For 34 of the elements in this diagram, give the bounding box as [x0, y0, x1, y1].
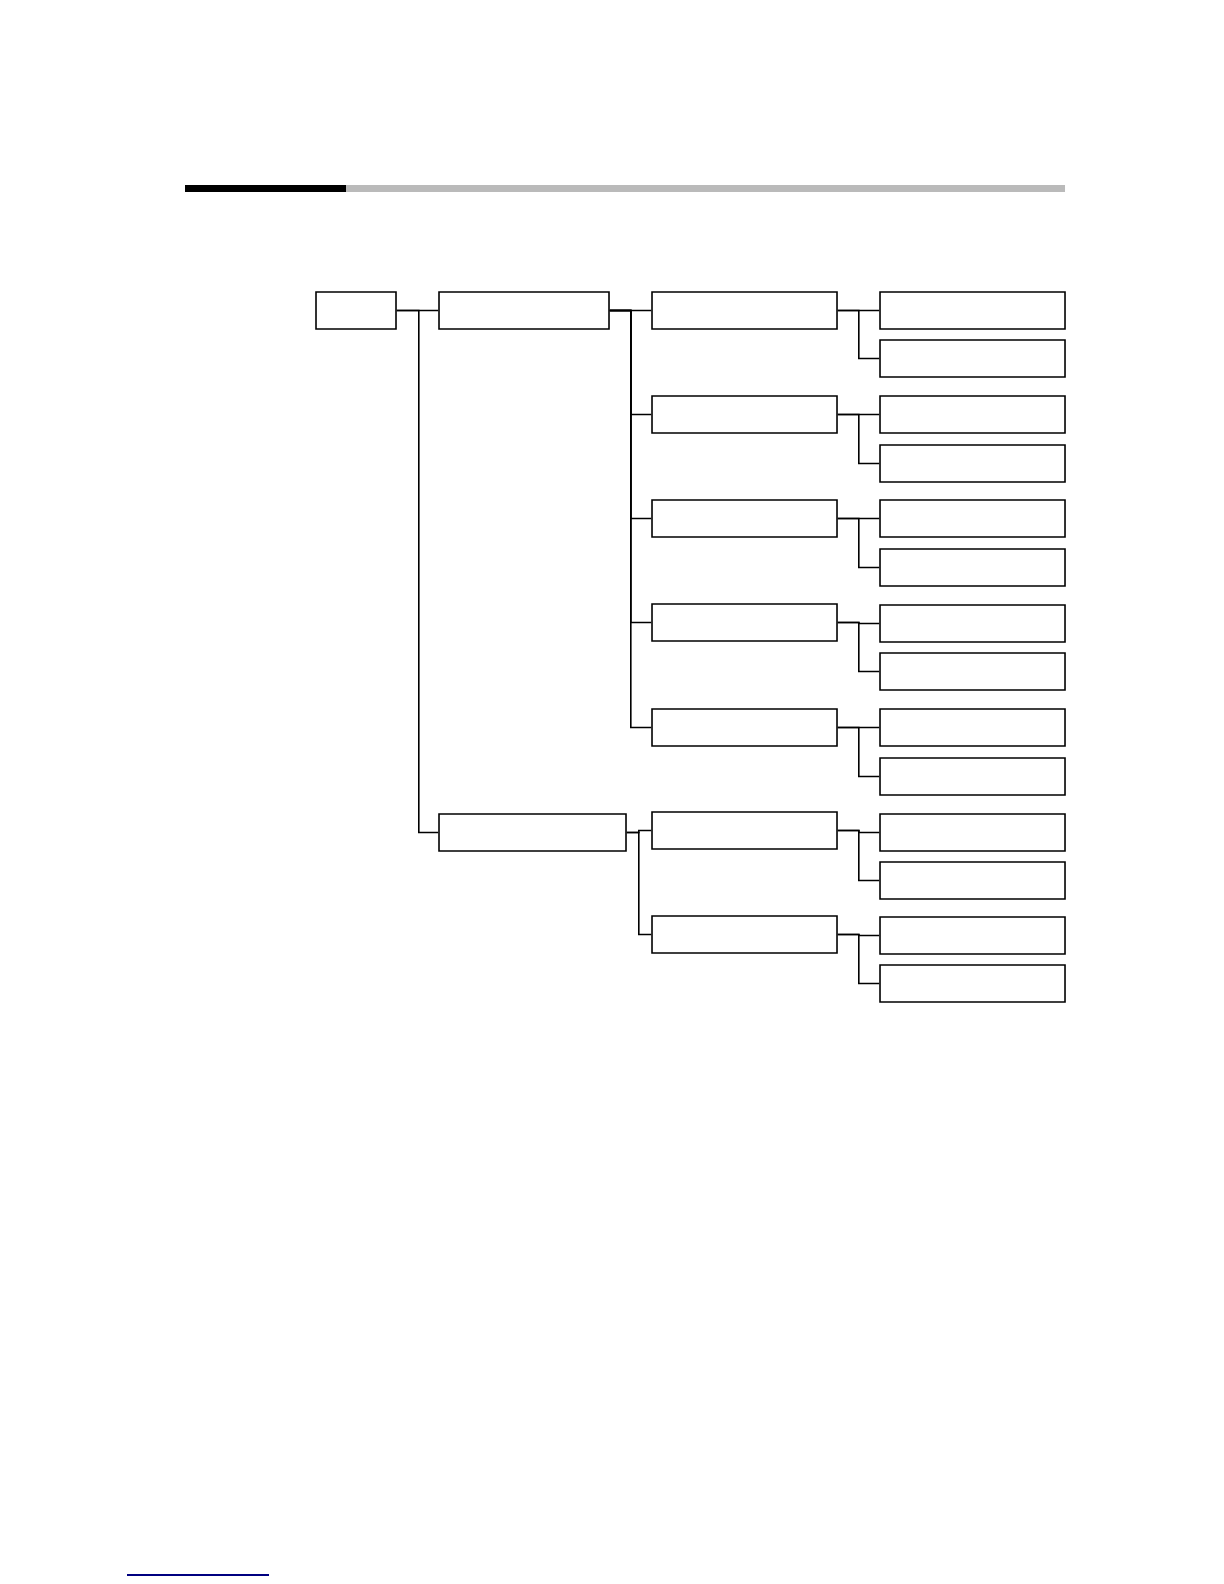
connector — [837, 621, 880, 673]
connector — [837, 309, 880, 360]
box — [879, 652, 1066, 691]
box — [879, 813, 1066, 852]
box — [879, 964, 1066, 1003]
box — [879, 499, 1066, 538]
box — [651, 708, 838, 747]
box — [879, 708, 1066, 747]
box — [879, 395, 1066, 434]
connector — [837, 413, 880, 465]
box — [879, 757, 1066, 796]
box — [438, 813, 627, 852]
connector — [837, 726, 880, 778]
connector — [837, 517, 880, 569]
box — [651, 915, 838, 954]
box — [879, 861, 1066, 900]
box — [651, 811, 838, 850]
box — [651, 603, 838, 642]
box — [651, 395, 838, 434]
box — [879, 291, 1066, 330]
box — [879, 339, 1066, 378]
box — [879, 604, 1066, 643]
connector — [396, 309, 439, 834]
connector — [837, 829, 880, 882]
box — [879, 916, 1066, 955]
box — [879, 444, 1066, 483]
connector — [837, 933, 880, 985]
connector — [626, 831, 652, 936]
box — [651, 291, 838, 330]
box — [438, 291, 610, 330]
box — [879, 548, 1066, 587]
box — [315, 291, 397, 330]
connector — [609, 309, 652, 729]
box — [651, 499, 838, 538]
